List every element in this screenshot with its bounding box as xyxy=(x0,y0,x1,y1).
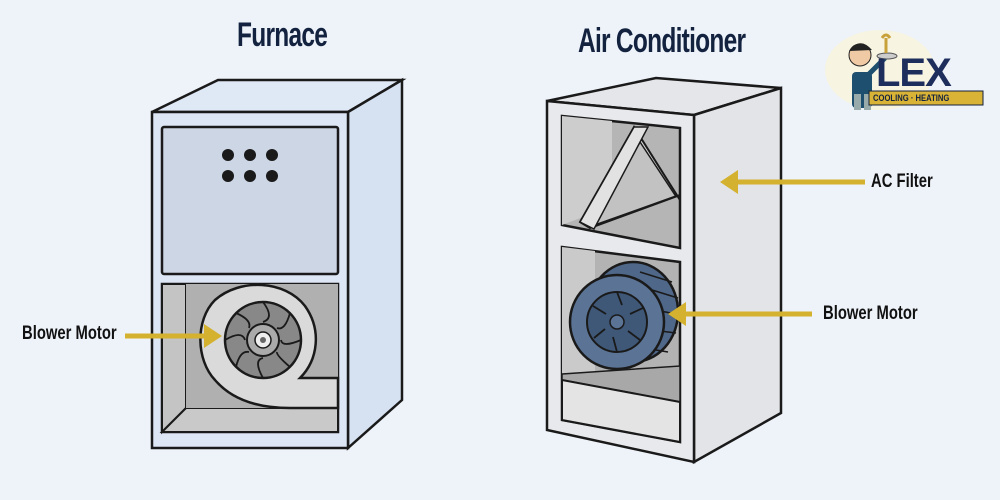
lex-logo xyxy=(825,30,984,110)
ac-blower-wheel-icon xyxy=(568,260,681,371)
furnace-blower-motor-label: Blower Motor xyxy=(22,323,117,344)
ac-filter-icon xyxy=(578,125,681,230)
furnace-blower-arrow-icon xyxy=(125,324,222,348)
ac-filter-label: AC Filter xyxy=(871,171,933,192)
furnace-blower-wheel-icon xyxy=(223,300,303,380)
air-conditioner-title: Air Conditioner xyxy=(578,22,746,60)
ac-blower-arrow-icon xyxy=(668,302,812,326)
logo-tagline: COOLING · HEATING xyxy=(873,93,950,103)
ac-unit xyxy=(545,76,865,465)
vent-dots-icon xyxy=(222,149,278,182)
logo-brand: LEX xyxy=(876,51,952,95)
mascot-icon xyxy=(848,33,898,110)
ac-filter-arrow-icon xyxy=(720,170,865,194)
furnace-title: Furnace xyxy=(237,16,328,54)
ac-blower-motor-label: Blower Motor xyxy=(823,303,918,324)
furnace-unit xyxy=(125,77,407,451)
